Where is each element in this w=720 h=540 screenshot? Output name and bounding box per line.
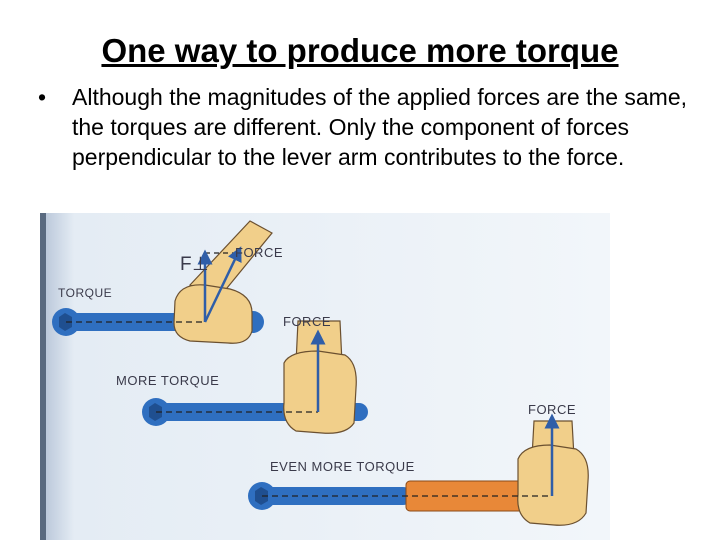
- torque-label-3: EVEN MORE TORQUE: [270, 459, 415, 474]
- panel-1: F⊥ FORCE TORQUE: [52, 220, 283, 344]
- torque-label-1: TORQUE: [58, 286, 112, 300]
- bullet-marker: •: [38, 84, 47, 110]
- bullet-text: Although the magnitudes of the applied f…: [72, 84, 688, 170]
- torque-label-2: MORE TORQUE: [116, 373, 219, 388]
- component-label-1: F⊥: [180, 254, 209, 275]
- page-spine: [40, 213, 46, 540]
- bullet-point: • Although the magnitudes of the applied…: [30, 82, 690, 172]
- fist-2: [283, 350, 357, 434]
- force-label-2: FORCE: [283, 314, 331, 329]
- fist-1: [173, 284, 253, 344]
- force-label-1: FORCE: [235, 245, 283, 260]
- panel-2: FORCE MORE TORQUE: [116, 314, 368, 434]
- torque-figure-svg: F⊥ FORCE TORQUE FORCE MORE TORQUE: [40, 213, 610, 540]
- panel-3: FORCE EVEN MORE TORQUE: [248, 402, 589, 526]
- force-label-3: FORCE: [528, 402, 576, 417]
- force-arrow-1: [203, 246, 242, 323]
- torque-illustration: F⊥ FORCE TORQUE FORCE MORE TORQUE: [40, 213, 610, 540]
- slide-title: One way to produce more torque: [101, 32, 619, 69]
